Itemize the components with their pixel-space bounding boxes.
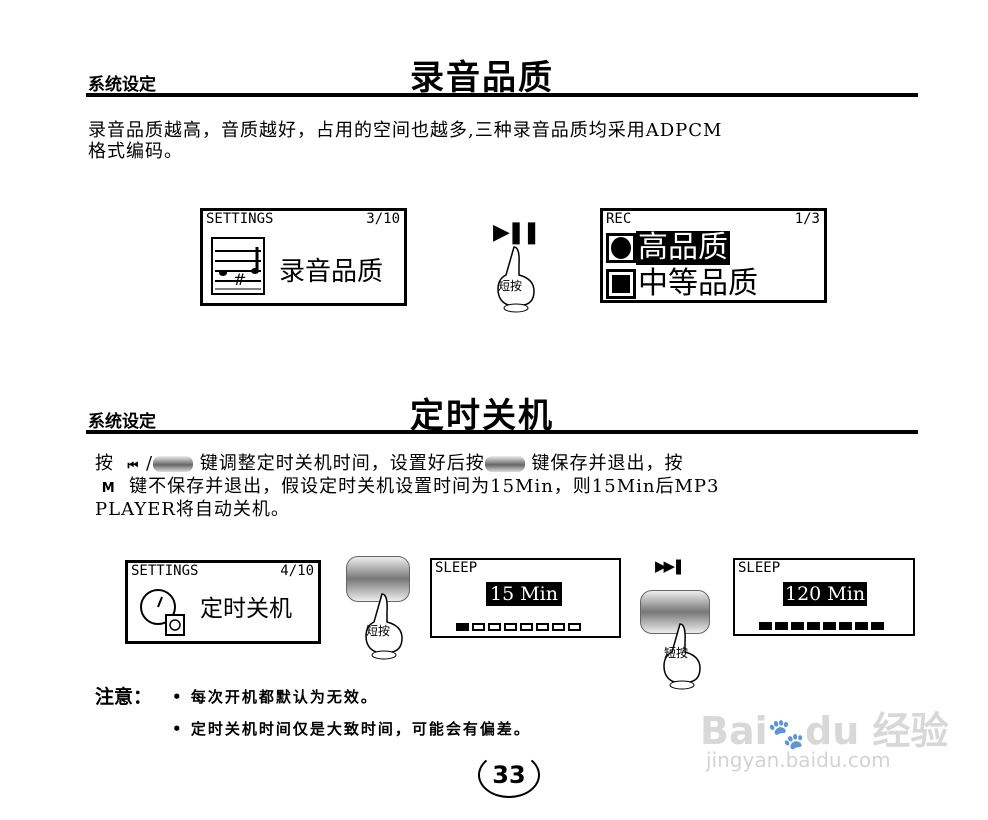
hand-press-icon: 短按: [660, 622, 704, 690]
prev-icon: ⏮: [127, 458, 140, 472]
sleep-level-bar: [456, 616, 584, 635]
sleep-value: 15 Min: [486, 582, 562, 606]
press-label: 短按: [664, 646, 689, 660]
paragraph-line: 格式编码。: [88, 141, 183, 162]
lcd-sleep-screen-15: SLEEP 15 Min: [430, 558, 621, 638]
music-score-icon: #: [211, 237, 265, 295]
baidu-watermark-logo: Bai🐾du 经验: [700, 709, 949, 753]
section-title: 录音品质: [410, 58, 554, 98]
level-segment: [855, 622, 868, 630]
screen-header: SLEEP: [435, 560, 478, 576]
watermark-url: jingyan.baidu.com: [706, 748, 891, 772]
hand-press-icon: 短按: [494, 245, 538, 313]
level-segment: [823, 622, 836, 630]
section-paragraph: 按 ⏮ / 键调整定时关机时间，设置好后按 键保存并退出，按 M 键不保存并退出…: [95, 453, 720, 520]
page-number: 33: [478, 752, 540, 798]
level-segment: [791, 622, 804, 630]
key-button-icon: [346, 556, 410, 602]
level-segment: [807, 622, 820, 630]
rec-option-medium[interactable]: 中等品质: [606, 267, 760, 301]
key-button-icon: [484, 456, 525, 472]
lcd-rec-screen: REC 1/3 高品质 中等品质: [600, 208, 827, 303]
sleep-level-bar: [759, 615, 887, 634]
option-label: 高品质: [636, 230, 730, 265]
screen-header: SETTINGS: [131, 563, 199, 579]
screen-header: REC: [606, 211, 632, 227]
level-segment: [456, 623, 469, 631]
screen-page: 3/10: [366, 211, 400, 227]
option-label: 中等品质: [638, 266, 758, 301]
note-item: • 定时关机时间仅是大致时间，可能会有偏差。: [172, 720, 531, 738]
screen-header: SLEEP: [738, 560, 781, 576]
play-pause-icon: ▶❚❚: [493, 220, 541, 245]
level-segment: [759, 622, 772, 630]
level-segment: [839, 622, 852, 630]
section-label: 系统设定: [88, 412, 156, 432]
level-segment: [488, 623, 501, 631]
level-segment: [472, 623, 485, 631]
screen-item-label: 录音品质: [279, 257, 384, 287]
lcd-settings-screen-4: SETTINGS 4/10 定时关机: [125, 560, 321, 644]
screen-header: SETTINGS: [206, 211, 274, 227]
divider: [86, 430, 918, 434]
radio-selected-icon: [606, 233, 636, 263]
level-segment: [775, 622, 788, 630]
note-item: • 每次开机都默认为无效。: [172, 688, 378, 706]
paragraph-line: 录音品质越高，音质越好，占用的空间也越多,三种录音品质均采用ADPCM: [88, 120, 723, 141]
level-segment: [520, 623, 533, 631]
press-label: 短按: [366, 624, 391, 638]
screen-page: 4/10: [280, 563, 314, 579]
next-icon: ▶▶❚: [655, 557, 685, 575]
rec-option-high[interactable]: 高品质: [606, 231, 730, 265]
svg-text:#: #: [233, 270, 246, 289]
note-label: 注意：: [95, 686, 153, 708]
key-button-icon: [640, 590, 710, 634]
screen-page: 1/3: [794, 211, 820, 227]
sleep-value: 120 Min: [783, 582, 868, 606]
level-segment: [504, 623, 517, 631]
m-key-icon: M: [101, 481, 116, 496]
section-paragraph: 录音品质越高，音质越好，占用的空间也越多,三种录音品质均采用ADPCM 格式编码…: [88, 120, 938, 162]
clock-power-icon: [140, 589, 185, 636]
section-title: 定时关机: [410, 396, 554, 436]
screen-item-label: 定时关机: [200, 596, 292, 622]
level-segment: [871, 622, 884, 630]
hand-press-icon: 短按: [362, 592, 406, 660]
section-label: 系统设定: [88, 75, 156, 95]
level-segment: [536, 623, 549, 631]
radio-icon: [606, 269, 636, 299]
lcd-settings-screen-3: SETTINGS 3/10 # 录音品质: [200, 208, 407, 306]
press-label: 短按: [498, 279, 523, 293]
level-segment: [552, 623, 565, 631]
lcd-sleep-screen-120: SLEEP 120 Min: [733, 558, 915, 636]
level-segment: [568, 623, 581, 631]
key-button-icon: [153, 456, 194, 472]
divider: [86, 93, 918, 97]
